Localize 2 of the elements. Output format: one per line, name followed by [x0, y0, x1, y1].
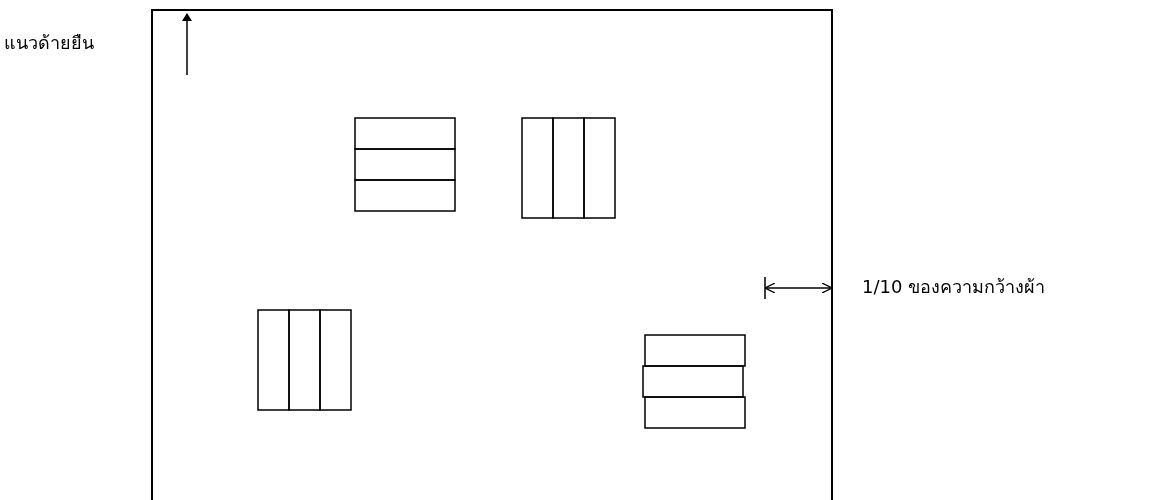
direction-label: แนวด้ายยืน — [4, 32, 94, 54]
dimension-label: 1/10 ของความกว้างผ้า — [862, 276, 1046, 298]
